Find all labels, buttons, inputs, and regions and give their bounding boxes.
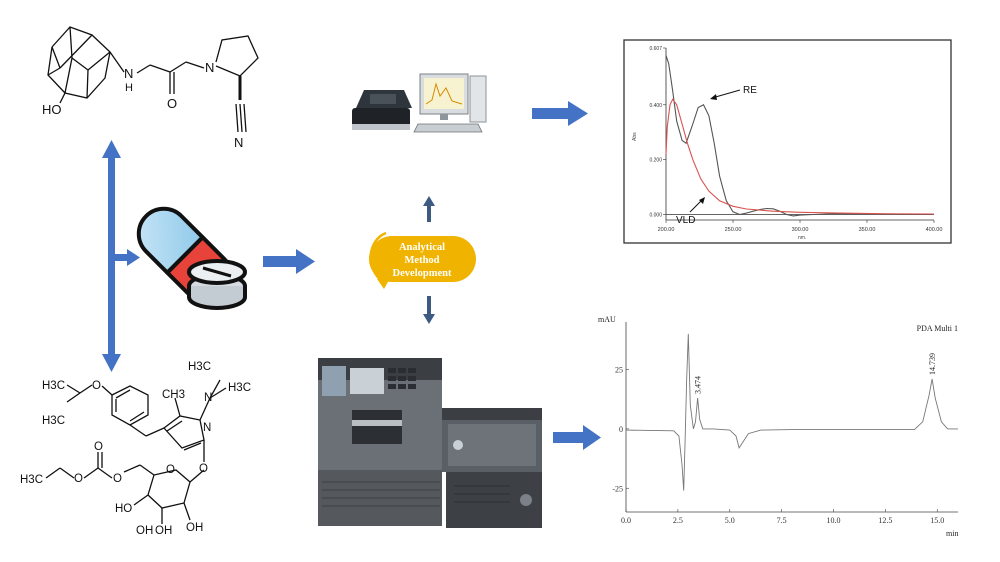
arrow-down-to-hplc [423, 314, 435, 324]
chrom-x-tick-label: 12.5 [878, 516, 892, 525]
method-development-badge: Analytical Method Development [369, 231, 476, 289]
atom-o-ether: O [92, 380, 101, 392]
hplc-instrument-icon [318, 358, 542, 528]
vildagliptin-atom-labels: HO N H O N N [42, 60, 243, 150]
badge-arrows [423, 196, 435, 324]
atom-h3c-e: H3C [20, 474, 43, 486]
uv-x-tick-label: 350.00 [859, 227, 876, 233]
atom-n-nitrile: N [234, 135, 243, 150]
chrom-y-unit: mAU [598, 315, 616, 324]
atom-oh-4: OH [136, 525, 153, 537]
chrom-y-tick-label: 0 [619, 425, 623, 434]
uv-y-tick-label: 0.200 [649, 158, 662, 164]
uv-y-axis-label: Abs [632, 132, 638, 141]
uv-x-tick-label: 250.00 [725, 227, 742, 233]
badge-line-3: Development [393, 268, 452, 279]
uv-x-tick-label: 400.00 [926, 227, 943, 233]
atom-h3c-d: H3C [228, 382, 251, 394]
chrom-trace [625, 333, 958, 491]
atom-ho-3: HO [115, 503, 132, 515]
chrom-x-tick-label: 0.0 [621, 516, 631, 525]
arrow-hplc-to-chromatogram [553, 425, 601, 450]
uv-x-tick-label: 300.00 [792, 227, 809, 233]
arrow-pill-to-method [263, 249, 315, 274]
uv-x-axis-label: nm. [798, 235, 806, 241]
atom-o-carb1: O [94, 441, 103, 453]
uv-y-tick-label: 0.000 [649, 213, 662, 219]
atom-h3c-b: H3C [42, 415, 65, 427]
uv-y-tick-label: 0.400 [649, 103, 662, 109]
vildagliptin-structure [47, 26, 259, 133]
badge-line-2: Method [405, 255, 440, 266]
chrom-y-tick-label: 25 [615, 366, 623, 375]
atom-h3c-a: H3C [42, 380, 65, 392]
uv-spectrum-panel: 200.00 250.00 300.00 350.00 400.00 0.000 0.200… [623, 39, 952, 244]
chrom-detector-label: PDA Multi 1 [917, 324, 958, 333]
atom-n1: N [204, 392, 212, 404]
chrom-peak-label: 3.474 [694, 376, 703, 394]
remogliflozin-structure [45, 379, 227, 524]
atom-o-carb3: O [74, 473, 83, 485]
atom-o-link: O [199, 463, 208, 475]
chrom-x-tick-label: 15.0 [930, 516, 944, 525]
uv-spectrum-plot: 200.00 250.00 300.00 350.00 400.00 0.000 0.200… [649, 46, 942, 233]
atom-n-ring: N [205, 60, 214, 75]
badge-line-1: Analytical [399, 242, 445, 253]
atom-o-carb2: O [113, 473, 122, 485]
chrom-x-tick-label: 10.0 [827, 516, 841, 525]
uv-x-tick-label: 200.00 [658, 227, 675, 233]
chrom-x-unit: min [946, 529, 958, 538]
chrom-y-tick-label: -25 [612, 484, 623, 493]
chrom-x-tick-label: 2.5 [673, 516, 683, 525]
atom-oh-1: OH [186, 522, 203, 534]
uv-series-vld [665, 98, 935, 215]
atom-oh-2: OH [155, 525, 172, 537]
arrow-up-head [102, 140, 121, 158]
atom-ho: HO [42, 102, 62, 117]
arrow-right-head [127, 249, 140, 266]
atom-h-amine: H [125, 82, 133, 94]
capsule-tablet-icon [136, 206, 247, 310]
remogliflozin-atom-labels: H3C H3C O H3C N N H3C CH3 O O O H3C O O … [20, 361, 251, 537]
atom-n2: N [203, 422, 211, 434]
uv-y-tick-label: 0.607 [649, 46, 662, 52]
left-connector [102, 140, 140, 372]
chrom-peak-label: 14.739 [928, 353, 937, 375]
annotation-re: RE [743, 85, 757, 96]
chrom-x-tick-label: 7.5 [777, 516, 787, 525]
uv-series-re [665, 55, 935, 217]
atom-h3c-c: H3C [188, 361, 211, 373]
atom-o-ring: O [166, 464, 175, 476]
arrow-uv-to-spectrum [532, 101, 588, 126]
atom-o-carbonyl: O [167, 96, 177, 111]
atom-ch3: CH3 [162, 389, 185, 401]
atom-n-amine: N [124, 66, 133, 81]
arrow-down-head [102, 354, 121, 372]
chromatogram-panel: 0.0 2.5 5.0 7.5 10.0 12.5 15.0 25 0 -25 3.474 14.73… [598, 315, 958, 538]
uv-spectrophotometer-icon [352, 73, 487, 133]
chromatogram-plot: 0.0 2.5 5.0 7.5 10.0 12.5 15.0 25 0 -25 3.474 14.73… [612, 322, 958, 525]
annotation-vld: VLD [676, 215, 695, 226]
chrom-x-tick-label: 5.0 [725, 516, 735, 525]
arrow-up-to-uv [423, 196, 435, 206]
